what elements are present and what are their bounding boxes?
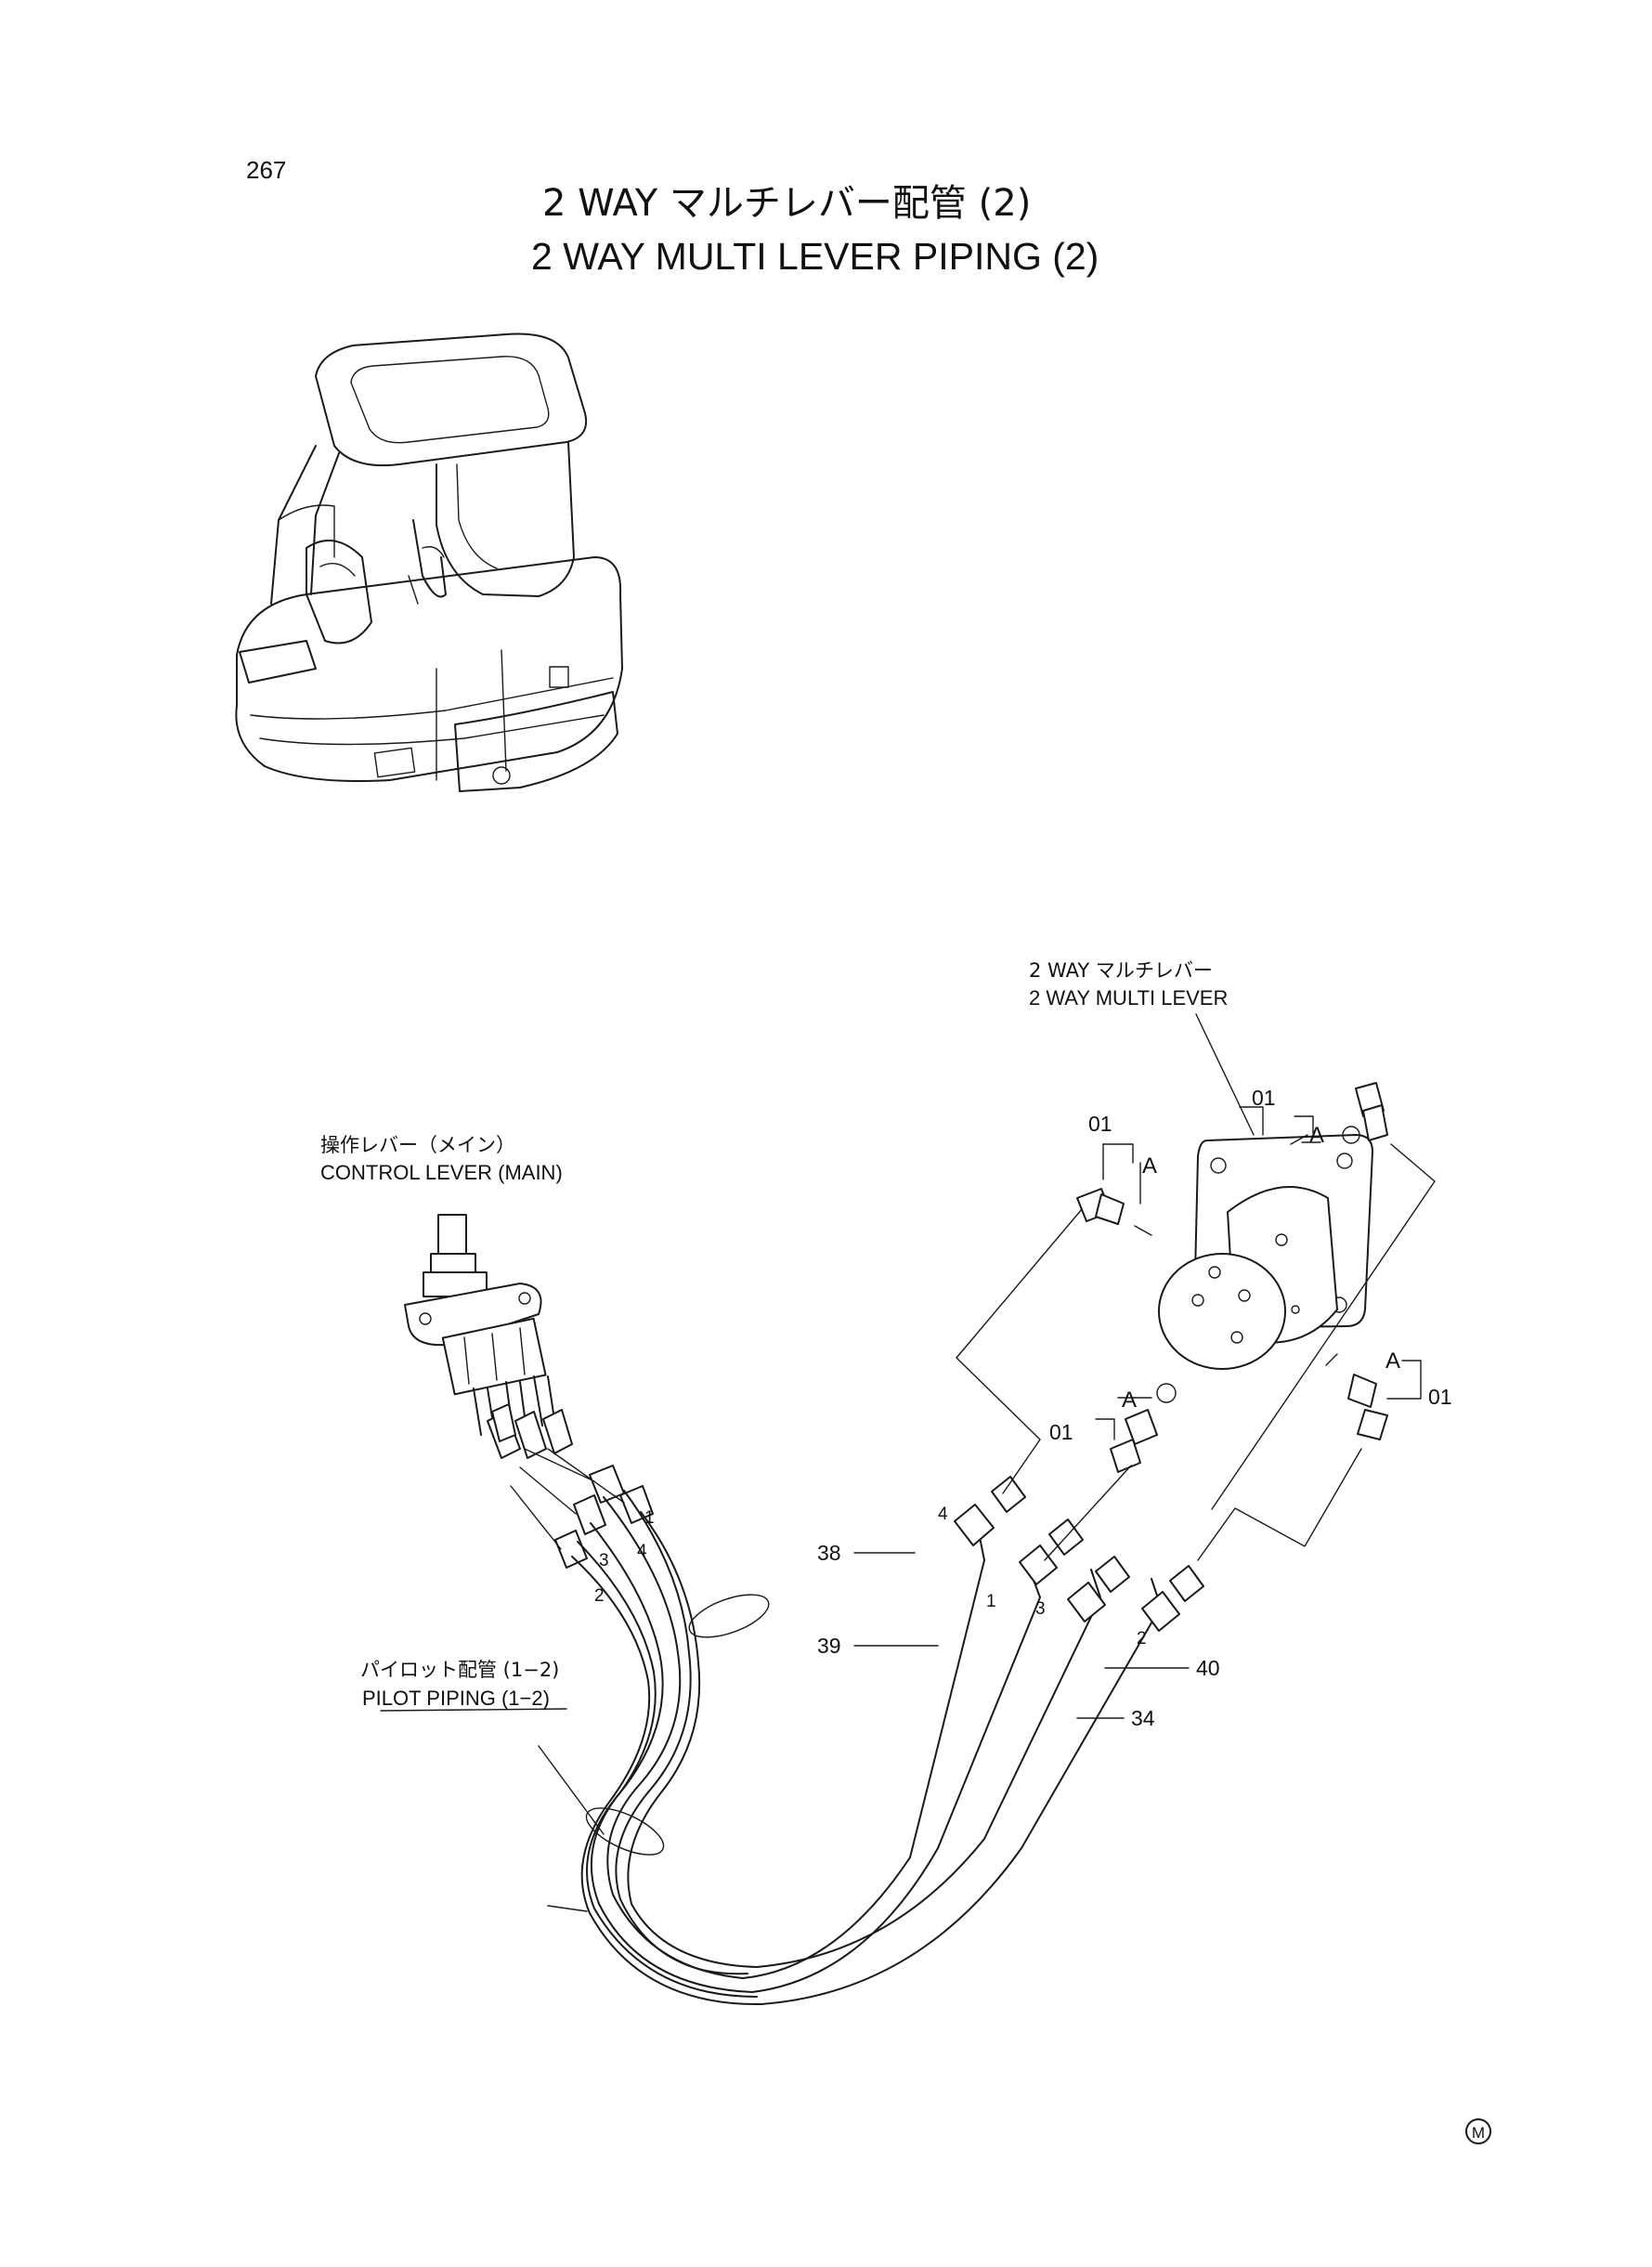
part-01-middle: 01 (1049, 1420, 1073, 1444)
part-01-left: 01 (1088, 1112, 1112, 1136)
port-number-hose-2: 2 (1137, 1629, 1147, 1648)
title-english: 2 WAY MULTI LEVER PIPING (2) (531, 235, 1099, 278)
detail-mark-a-right: A (1385, 1348, 1400, 1374)
port-number-hose-1: 1 (986, 1592, 996, 1611)
multi-lever-label-en: 2 WAY MULTI LEVER (1029, 986, 1228, 1010)
detail-mark-a-middle: A (1122, 1388, 1137, 1413)
port-number-hose-4: 4 (938, 1505, 948, 1524)
leader-lines (380, 1013, 1436, 1912)
port-number-lever-4: 4 (637, 1542, 647, 1561)
multi-lever-label-jp: 2 WAY マルチレバー (1029, 959, 1213, 982)
pilot-piping-label-jp: パイロット配管 (1−2) (360, 1659, 559, 1681)
pilot-hose-bundle (571, 1490, 1163, 2006)
control-lever-label-en: CONTROL LEVER (MAIN) (320, 1161, 563, 1184)
port-number-lever-3: 3 (599, 1551, 609, 1570)
part-38: 38 (817, 1541, 841, 1565)
control-lever-label-jp: 操作レバー（メイン） (320, 1134, 515, 1156)
port-number-lever-2: 2 (594, 1586, 605, 1606)
detail-mark-a-top: A (1309, 1123, 1324, 1148)
pilot-piping-label-en: PILOT PIPING (1−2) (362, 1687, 550, 1710)
excavator-overview-illustration (235, 332, 623, 792)
port-number-hose-3: 3 (1035, 1599, 1046, 1619)
part-01-right: 01 (1428, 1385, 1452, 1409)
adapter-fittings-01 (1076, 1188, 1388, 1473)
two-way-multi-lever-unit (1158, 1082, 1388, 1370)
part-34: 34 (1131, 1706, 1155, 1730)
control-lever-main (404, 1214, 573, 1459)
port-number-lever-1: 1 (644, 1508, 655, 1528)
part-39: 39 (817, 1634, 841, 1658)
m-mark-letter: M (1472, 2124, 1485, 2142)
part-01-top: 01 (1252, 1086, 1276, 1110)
m-mark-icon: M (1465, 2118, 1491, 2144)
page-number: 267 (246, 156, 286, 184)
title-japanese: 2 WAY マルチレバー配管 (2) (542, 182, 1031, 225)
part-40: 40 (1196, 1656, 1220, 1680)
lever-hose-fittings (510, 1448, 654, 1569)
detail-mark-a-left: A (1142, 1153, 1157, 1179)
